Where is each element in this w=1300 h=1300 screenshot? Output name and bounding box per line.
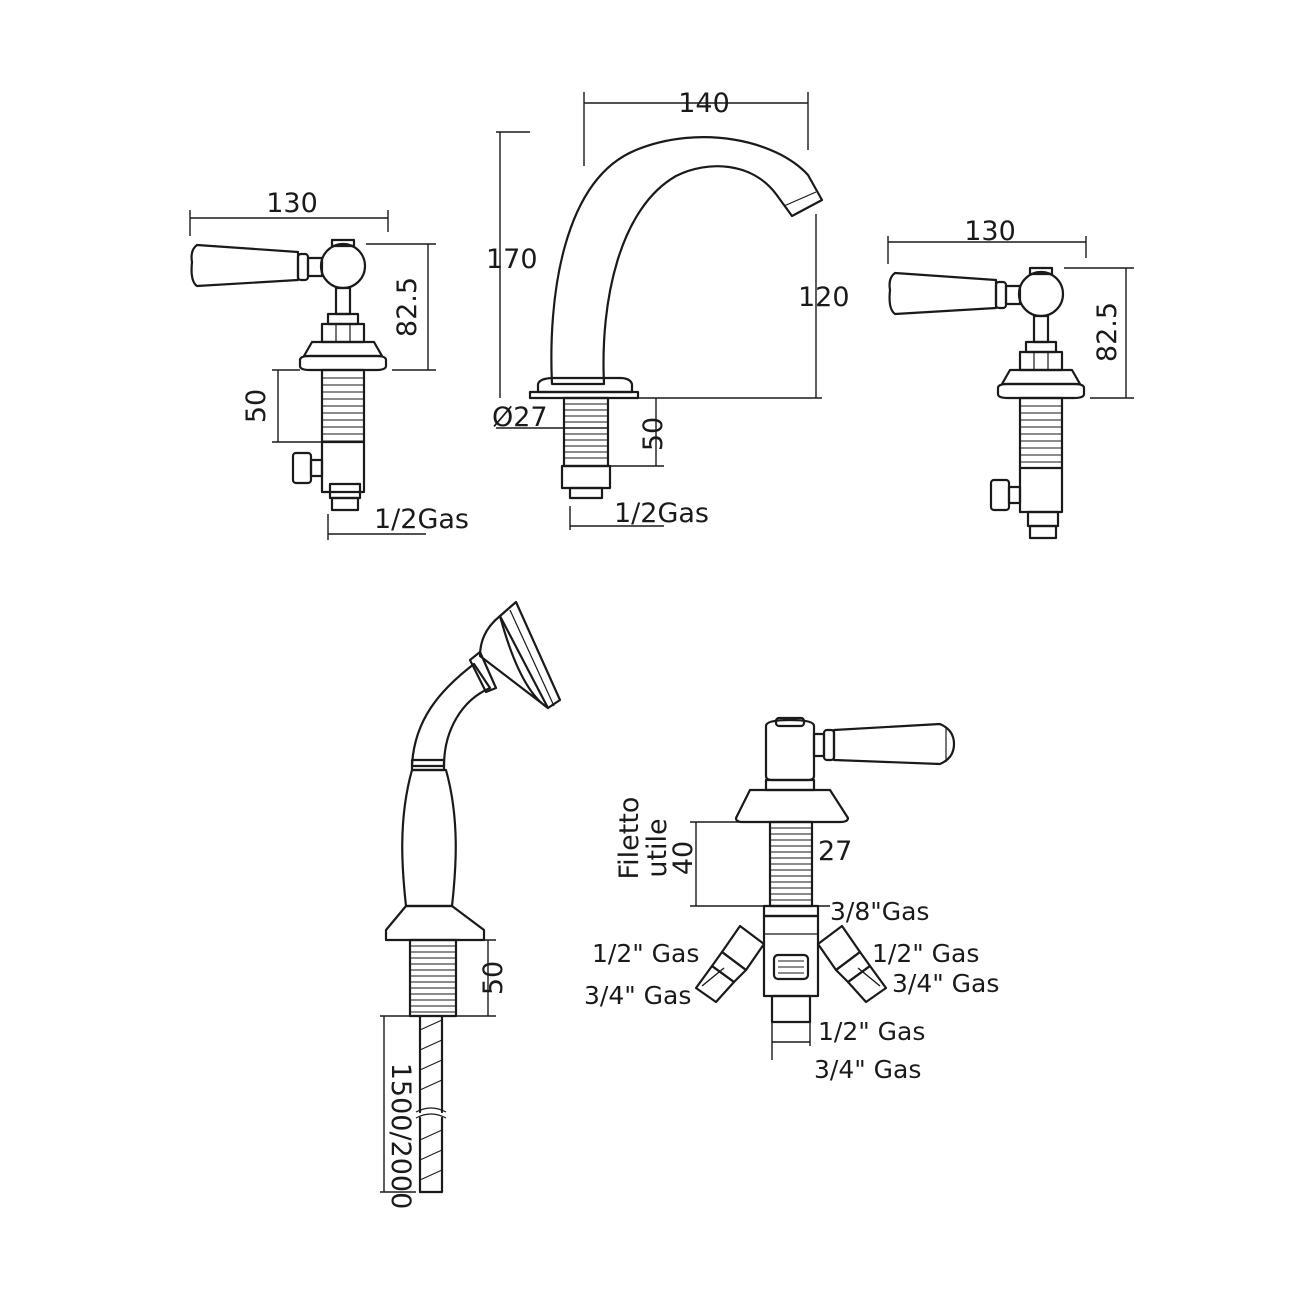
right-valve-lever-collar [994,280,1008,310]
left-valve-lever [190,243,300,288]
diverter-left-inner-label: 1/2" Gas [592,939,699,968]
right-valve-tail-thread [1028,524,1058,540]
diverter-flange [734,788,850,824]
shower-hose [418,1014,444,1194]
diverter-useful-word: utile [642,818,673,877]
left-valve-stem [334,286,352,316]
right-valve-side-nut [989,478,1011,512]
left-valve-side-pipe [309,458,324,478]
spout-shank-label: 50 [638,417,669,451]
diverter-dimensions [690,821,881,1060]
diverter-bottom-inner-label: 1/2" Gas [818,1017,925,1046]
spout-reach-label: 140 [678,88,730,119]
left-valve-height-label: 82.5 [392,277,423,337]
diverter-nut [762,904,820,918]
right-valve-tail [1026,510,1060,528]
shower-hose-hatch [419,1019,443,1181]
diverter-bottom-outer-label: 3/4" Gas [814,1055,921,1084]
diverter-head [764,718,816,782]
spout-outlet-line [783,191,817,207]
shower-hose-break [415,1107,447,1119]
shower-grip [401,768,457,908]
spout-diameter-label: Ø27 [492,402,548,433]
right-valve-stem [1032,314,1050,344]
spout-outlet-height-label: 120 [798,282,850,313]
hand-shower-shank-label: 50 [478,961,509,995]
left-valve-width-label: 130 [266,188,318,219]
right-valve-nut-top [1024,340,1058,354]
diverter-neck [764,778,816,792]
hand-shower-hose-label: 1500/2000 [385,1063,416,1210]
left-valve-cap [330,238,356,248]
right-valve-lever-neck [1004,284,1022,306]
diverter-right-outlet [846,964,888,1004]
diverter-top-thread-label: 3/8"Gas [830,897,929,926]
diverter-thread [770,827,812,901]
right-valve-cap [1028,266,1054,276]
diverter-thread-length-label: 40 [668,841,699,875]
left-valve-lever-collar [296,252,310,282]
diverter-left-outer-label: 3/4" Gas [584,981,691,1010]
right-valve: 130 82.5 [887,216,1134,540]
hand-shower-dimensions [380,939,496,1193]
left-valve-tail-thread [330,496,360,512]
right-valve-flange [996,382,1086,400]
diverter-lever-neck [812,732,826,758]
diverter-thread-word: Filetto [614,797,645,880]
diverter-left-arm [720,924,766,972]
right-valve-lever [888,271,998,316]
left-valve-body [320,368,366,494]
right-valve-dimensions [887,236,1134,399]
left-valve-lever-neck [306,256,324,278]
shower-shank-thread [410,945,456,1013]
spout-thread-label: 1/2Gas [614,498,709,529]
left-valve-nut-top [326,312,360,326]
spout: 140 170 120 Ø27 50 1/2Gas [486,88,850,530]
diverter-right-inner-label: 1/2" Gas [872,939,979,968]
right-valve-height-label: 82.5 [1092,302,1123,362]
shower-head-body [478,614,550,710]
spout-nut [560,464,612,490]
right-valve-hex-nut [1018,350,1064,372]
diverter-bottom-outlet [770,994,812,1024]
left-valve-flange [298,354,388,372]
right-valve-thread [1020,405,1062,463]
spout-tail [568,486,604,500]
spout-body [550,136,824,386]
left-valve: 130 82.5 50 1/2Gas [189,188,469,540]
diverter-head-cap [774,716,806,728]
diverter: Filetto utile 40 27 3/8"Gas 1/2" Gas 3/4… [584,716,999,1084]
left-valve-bonnet [302,340,384,358]
diverter-right-arm [816,924,862,972]
left-valve-hex-nut [320,322,366,344]
left-valve-shank-label: 50 [241,389,272,423]
spout-dimensions [496,92,822,530]
diverter-right-outer-label: 3/4" Gas [892,969,999,998]
diverter-lever [832,722,956,766]
right-valve-ball [1017,270,1065,318]
shower-head-neck [468,650,498,694]
diverter-diameter-label: 27 [818,836,852,867]
left-valve-ball [319,242,367,290]
spout-thread [564,403,608,459]
right-valve-bonnet [1000,368,1082,386]
shower-holder [384,904,486,942]
hand-shower: 50 1500/2000 [380,600,562,1210]
left-valve-dimensions [189,210,436,540]
shower-handle-tube [410,662,492,768]
left-valve-side-nut [291,451,313,485]
spout-base [536,376,634,394]
shower-holder-shank [408,938,458,1018]
spout-shank [562,396,610,468]
diverter-front-outlet [772,953,810,981]
spout-height-label: 170 [486,244,538,275]
left-valve-thread [322,377,364,442]
left-valve-thread-label: 1/2Gas [374,504,469,535]
diverter-lever-collar [822,728,836,762]
right-valve-width-label: 130 [964,216,1016,247]
diverter-left-outlet [694,964,736,1004]
right-valve-side-pipe [1007,485,1022,505]
